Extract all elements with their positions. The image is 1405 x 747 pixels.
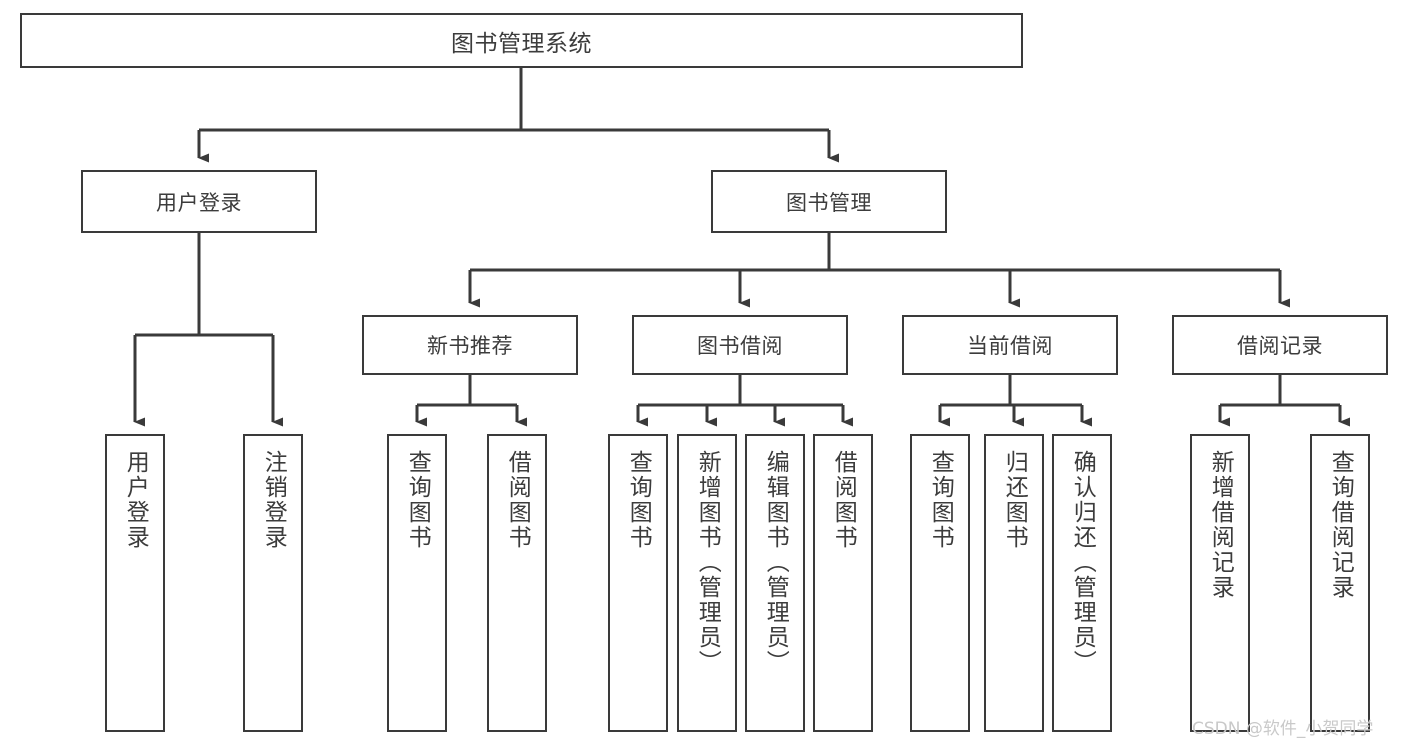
node-book-borrow-label: 图书借阅 <box>697 334 783 358</box>
node-leaf-edit-book-label: 编辑图书（管理员） <box>762 450 789 675</box>
node-current-borrow[interactable]: 当前借阅 <box>902 315 1118 375</box>
node-leaf-borrow-book-1-label: 借阅图书 <box>504 450 531 550</box>
node-leaf-borrow-book-2-label: 借阅图书 <box>830 450 857 550</box>
node-current-borrow-label: 当前借阅 <box>967 334 1053 358</box>
node-book-borrow[interactable]: 图书借阅 <box>632 315 848 375</box>
node-leaf-add-book[interactable]: 新增图书（管理员） <box>677 434 737 732</box>
node-leaf-add-record-label: 新增借阅记录 <box>1207 450 1234 600</box>
node-user-login[interactable]: 用户登录 <box>81 170 317 233</box>
node-leaf-confirm-return[interactable]: 确认归还（管理员） <box>1052 434 1112 732</box>
node-leaf-logout[interactable]: 注销登录 <box>243 434 303 732</box>
node-book-manage[interactable]: 图书管理 <box>711 170 947 233</box>
node-new-book-rec-label: 新书推荐 <box>427 334 513 358</box>
node-leaf-return-book[interactable]: 归还图书 <box>984 434 1044 732</box>
node-leaf-query-book-2[interactable]: 查询图书 <box>608 434 668 732</box>
node-leaf-user-login[interactable]: 用户登录 <box>105 434 165 732</box>
node-leaf-query-book-3[interactable]: 查询图书 <box>910 434 970 732</box>
node-leaf-return-book-label: 归还图书 <box>1001 450 1028 550</box>
node-leaf-logout-label: 注销登录 <box>260 450 287 550</box>
node-leaf-add-record[interactable]: 新增借阅记录 <box>1190 434 1250 732</box>
node-leaf-borrow-book-2[interactable]: 借阅图书 <box>813 434 873 732</box>
node-borrow-record[interactable]: 借阅记录 <box>1172 315 1388 375</box>
node-leaf-query-book-1-label: 查询图书 <box>404 450 431 550</box>
node-user-login-label: 用户登录 <box>156 190 242 215</box>
node-leaf-query-record[interactable]: 查询借阅记录 <box>1310 434 1370 732</box>
node-leaf-query-book-1[interactable]: 查询图书 <box>387 434 447 732</box>
node-root[interactable]: 图书管理系统 <box>20 13 1023 68</box>
node-leaf-edit-book[interactable]: 编辑图书（管理员） <box>745 434 805 732</box>
node-leaf-query-book-3-label: 查询图书 <box>927 450 954 550</box>
node-new-book-rec[interactable]: 新书推荐 <box>362 315 578 375</box>
node-leaf-add-book-label: 新增图书（管理员） <box>694 450 721 675</box>
node-leaf-borrow-book-1[interactable]: 借阅图书 <box>487 434 547 732</box>
node-root-label: 图书管理系统 <box>451 30 592 57</box>
node-leaf-user-login-label: 用户登录 <box>122 450 149 550</box>
node-leaf-confirm-return-label: 确认归还（管理员） <box>1069 450 1096 675</box>
csdn-watermark: CSDN @软件_小贺同学 <box>1192 719 1374 739</box>
node-borrow-record-label: 借阅记录 <box>1237 334 1323 358</box>
node-leaf-query-book-2-label: 查询图书 <box>625 450 652 550</box>
node-leaf-query-record-label: 查询借阅记录 <box>1327 450 1354 600</box>
node-book-manage-label: 图书管理 <box>786 190 872 215</box>
